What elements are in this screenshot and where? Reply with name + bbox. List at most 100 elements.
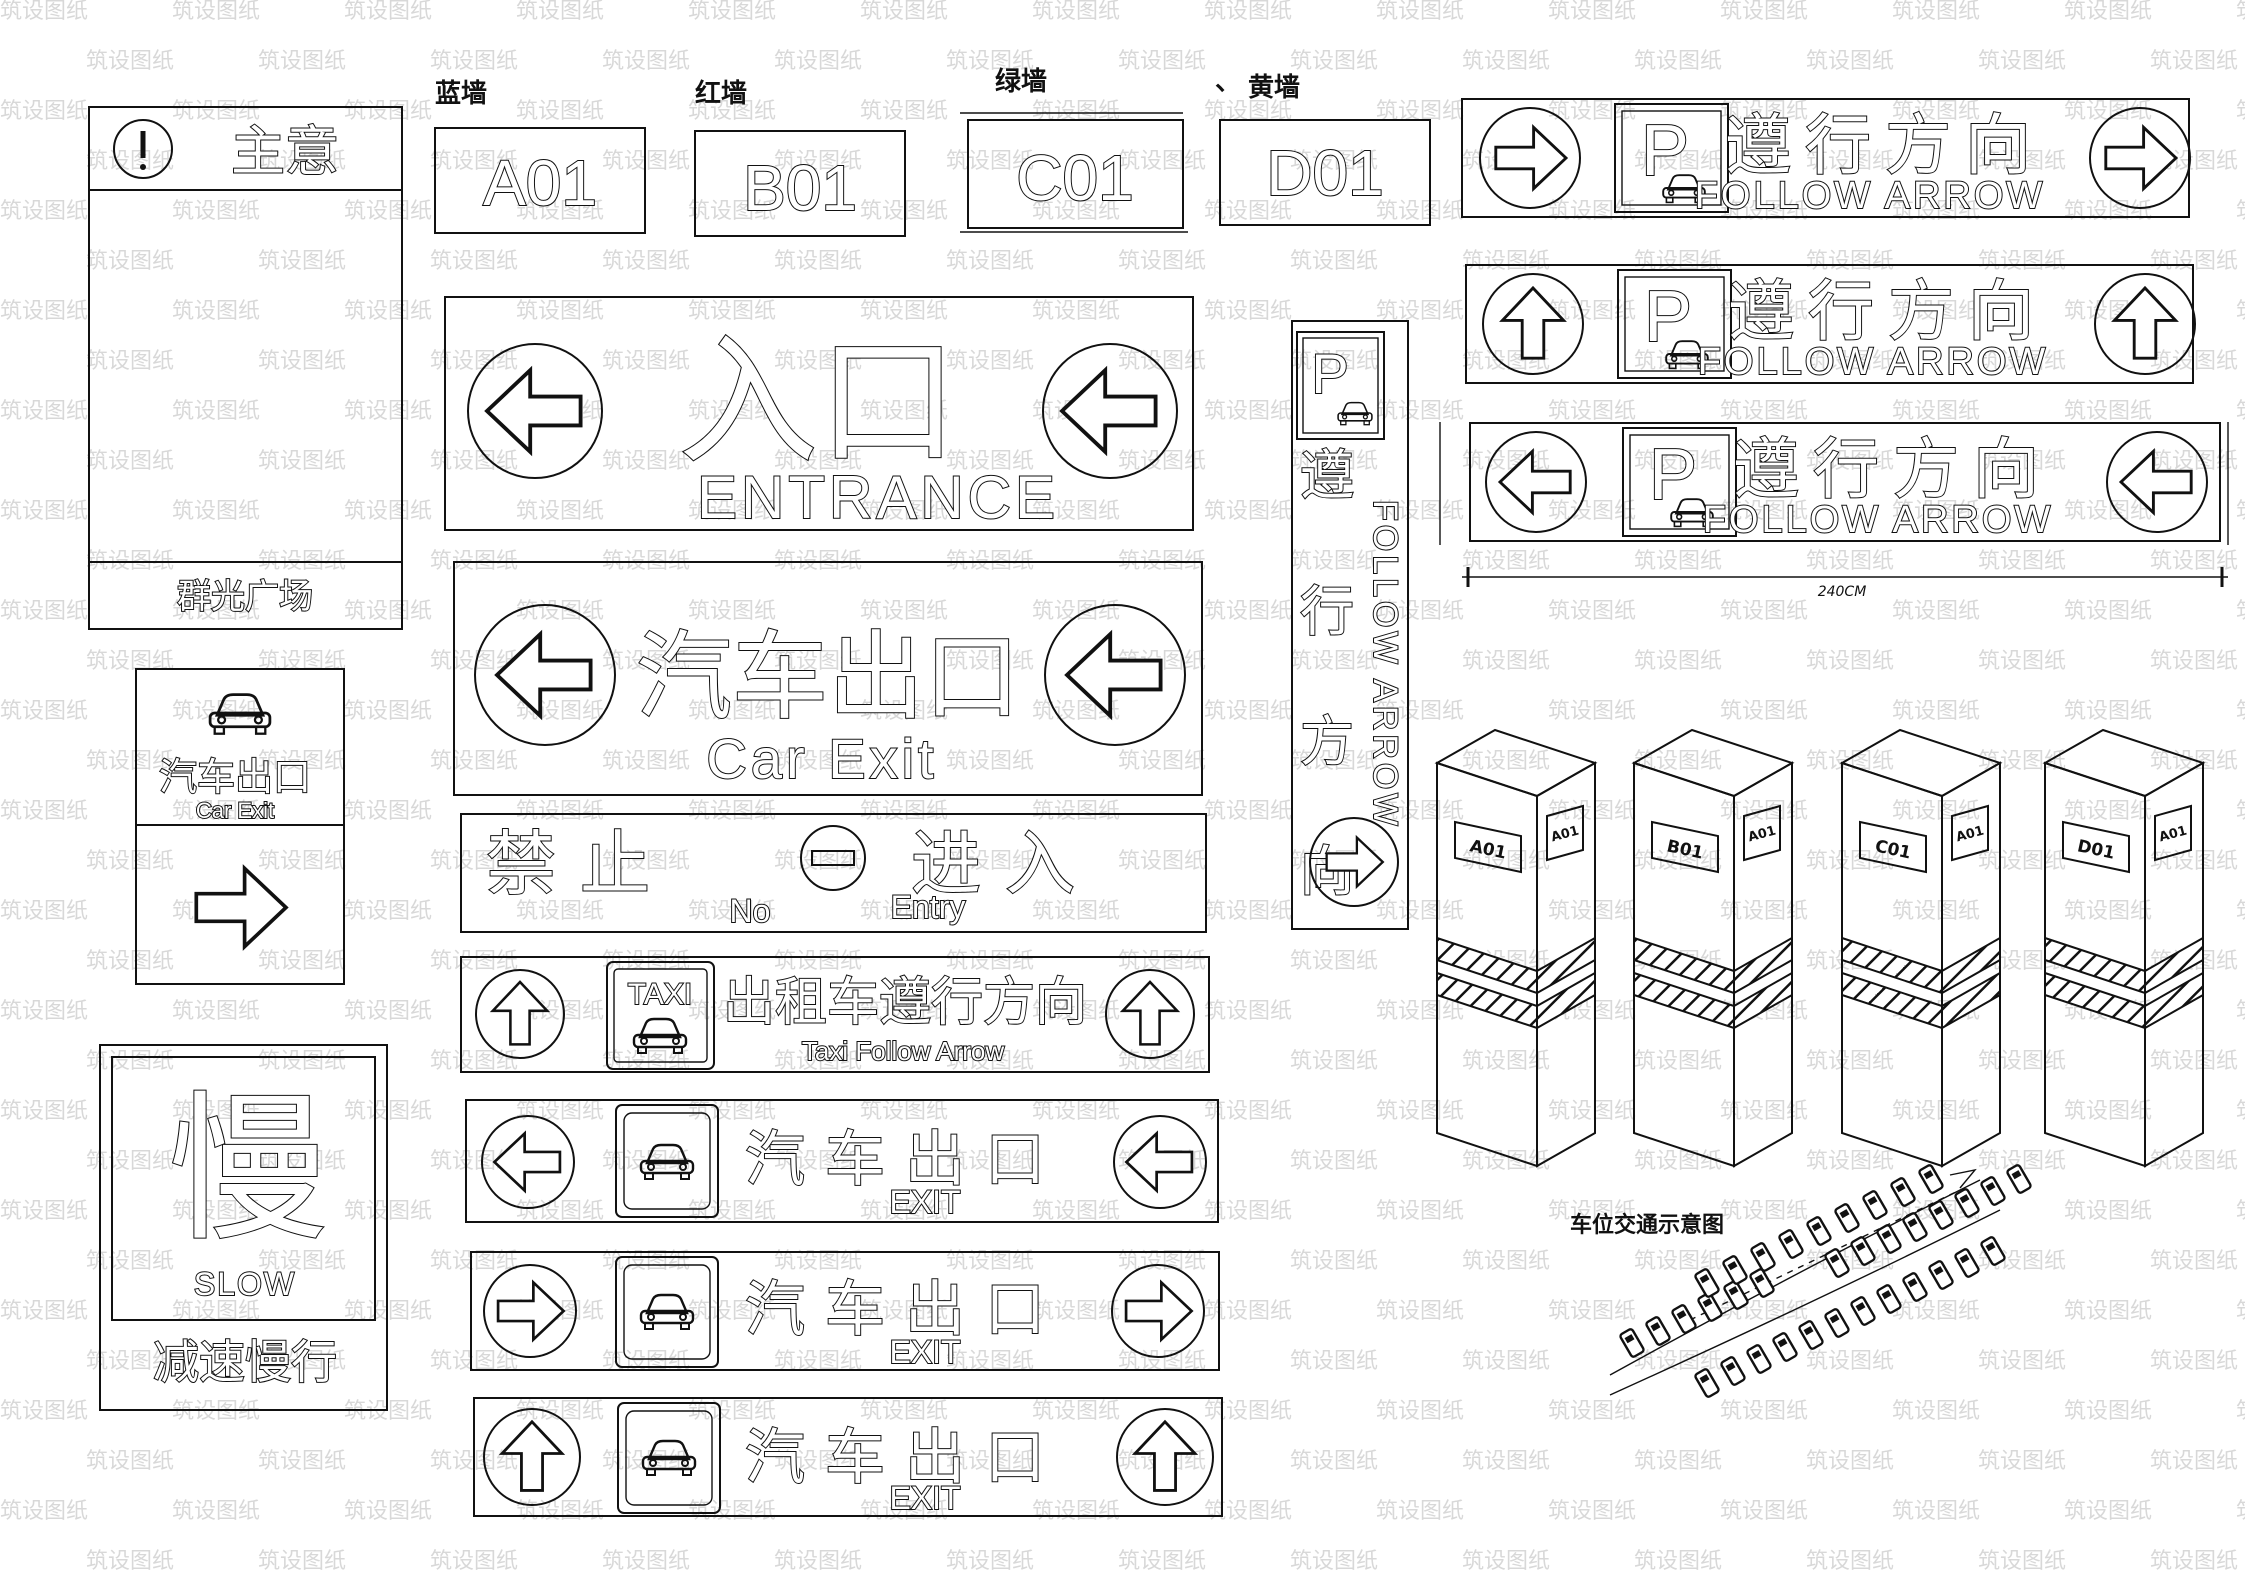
watermark-text: 筑设图纸 [2236, 699, 2245, 724]
parked-car-icon [1928, 1260, 1954, 1290]
parked-car-icon [1824, 1308, 1850, 1338]
watermark-text: 筑设图纸 [1548, 0, 1636, 24]
watermark-text: 筑设图纸 [258, 49, 346, 74]
watermark-text: 筑设图纸 [1290, 1049, 1378, 1074]
parked-car-icon [1902, 1272, 1928, 1302]
car-window [1855, 1302, 1866, 1312]
watermark-text: 筑设图纸 [946, 749, 1034, 774]
watermark-text: 筑设图纸 [1290, 1549, 1378, 1574]
watermark-text: 筑设图纸 [688, 499, 776, 524]
watermark-text: 筑设图纸 [1892, 299, 1980, 324]
watermark-text: 筑设图纸 [0, 899, 88, 924]
parking-car-rows [1619, 1164, 2032, 1398]
watermark-text: 筑设图纸 [0, 99, 88, 124]
watermark-text: 筑设图纸 [1290, 1249, 1378, 1274]
car-window [1829, 1254, 1840, 1264]
watermark-text: 筑设图纸 [344, 1199, 432, 1224]
watermark-text: 筑设图纸 [258, 249, 346, 274]
exit-cn: 汽车出口 [745, 1423, 1065, 1493]
watermark-text: 筑设图纸 [2236, 0, 2245, 24]
watermark-text: 筑设图纸 [430, 749, 518, 774]
watermark-text: 筑设图纸 [1720, 599, 1808, 624]
parked-car-icon [1928, 1200, 1954, 1230]
watermark-text: 筑设图纸 [1204, 799, 1292, 824]
wall-code-c: C01 [1016, 142, 1133, 214]
watermark-text: 筑设图纸 [2150, 549, 2238, 574]
watermark-text: 筑设图纸 [1290, 349, 1378, 374]
watermark-text: 筑设图纸 [774, 1049, 862, 1074]
watermark-text: 筑设图纸 [516, 899, 604, 924]
watermark-text: 筑设图纸 [1548, 399, 1636, 424]
follow-arrow-sign-1: P 遵行方向 FOLLOW ARROW [1461, 98, 2191, 218]
parking-p-icon: P [1644, 277, 1692, 357]
car-window [1855, 1242, 1866, 1252]
watermark-text: 筑设图纸 [2236, 1399, 2245, 1424]
watermark-text: 筑设图纸 [1118, 749, 1206, 774]
watermark-text: 筑设图纸 [516, 0, 604, 24]
watermark-text: 筑设图纸 [860, 1099, 948, 1124]
watermark-text: 筑设图纸 [1032, 1499, 1120, 1524]
watermark-text: 筑设图纸 [430, 249, 518, 274]
watermark-text: 筑设图纸 [1806, 449, 1894, 474]
watermark-text: 筑设图纸 [2236, 399, 2245, 424]
pillar-side [1941, 761, 2001, 1168]
watermark-text: 筑设图纸 [1204, 499, 1292, 524]
car-window [1933, 1266, 1944, 1276]
watermark-text: 筑设图纸 [2150, 1549, 2238, 1574]
car-icon [1337, 401, 1373, 426]
watermark-text: 筑设图纸 [86, 149, 174, 174]
parking-p-icon: P [1641, 111, 1689, 191]
wall-label-red: 红墙 [695, 78, 747, 109]
follow-arrow-sign-3: P 遵行方向 FOLLOW ARROW 240CM [1439, 422, 2229, 600]
vertical-cn-1: 遵 [1300, 444, 1354, 507]
watermark-text: 筑设图纸 [1634, 149, 1722, 174]
car-window [1624, 1334, 1635, 1344]
watermark-text: 筑设图纸 [2150, 1449, 2238, 1474]
watermark-text: 筑设图纸 [688, 899, 776, 924]
watermark-text: 筑设图纸 [1634, 1449, 1722, 1474]
follow-cn: 遵行方向 [1725, 107, 2045, 184]
watermark-text: 筑设图纸 [1634, 749, 1722, 774]
watermark-text: 筑设图纸 [0, 699, 88, 724]
taxi-en: Taxi Follow Arrow [802, 1036, 1004, 1066]
watermark-text: 筑设图纸 [1892, 1099, 1980, 1124]
watermark-text: 筑设图纸 [344, 1499, 432, 1524]
small-car-exit-en: Car Exit [196, 798, 274, 823]
watermark-text: 筑设图纸 [1892, 1299, 1980, 1324]
watermark-text: 筑设图纸 [860, 499, 948, 524]
watermark-text: 筑设图纸 [1376, 1099, 1464, 1124]
watermark-text: 筑设图纸 [1462, 1249, 1550, 1274]
parking-p-icon: P [1649, 435, 1697, 515]
watermark-text: 筑设图纸 [1548, 1099, 1636, 1124]
watermark-text: 筑设图纸 [774, 49, 862, 74]
watermark-text: 筑设图纸 [1118, 1549, 1206, 1574]
watermark-text: 筑设图纸 [2236, 199, 2245, 224]
watermark-text: 筑设图纸 [1376, 1399, 1464, 1424]
watermark-text: 筑设图纸 [602, 349, 690, 374]
watermark-text: 筑设图纸 [1892, 899, 1980, 924]
watermark-text: 筑设图纸 [1290, 1149, 1378, 1174]
wall-label-yellow: 黄墙 [1248, 73, 1300, 103]
watermark-text: 筑设图纸 [2150, 1349, 2238, 1374]
watermark-text: 筑设图纸 [1978, 449, 2066, 474]
watermark-text: 筑设图纸 [1548, 1199, 1636, 1224]
watermark-text: 筑设图纸 [1376, 0, 1464, 24]
watermark-text: 筑设图纸 [688, 0, 776, 24]
watermark-text: 筑设图纸 [172, 399, 260, 424]
watermark-text: 筑设图纸 [1720, 399, 1808, 424]
watermark-text: 筑设图纸 [0, 1499, 88, 1524]
watermark-text: 筑设图纸 [172, 1199, 260, 1224]
watermark-text: 筑设图纸 [602, 1549, 690, 1574]
watermark-text: 筑设图纸 [1204, 999, 1292, 1024]
watermark-text: 筑设图纸 [774, 449, 862, 474]
watermark-text: 筑设图纸 [1290, 549, 1378, 574]
watermark-text: 筑设图纸 [1032, 0, 1120, 24]
watermark-text: 筑设图纸 [1118, 1249, 1206, 1274]
watermark-text: 筑设图纸 [1720, 299, 1808, 324]
watermark-text: 筑设图纸 [1118, 49, 1206, 74]
parked-car-icon [1720, 1356, 1746, 1386]
wall-label-green: 绿墙 [995, 67, 1047, 97]
watermark-text: 筑设图纸 [860, 99, 948, 124]
watermark-text: 筑设图纸 [86, 649, 174, 674]
